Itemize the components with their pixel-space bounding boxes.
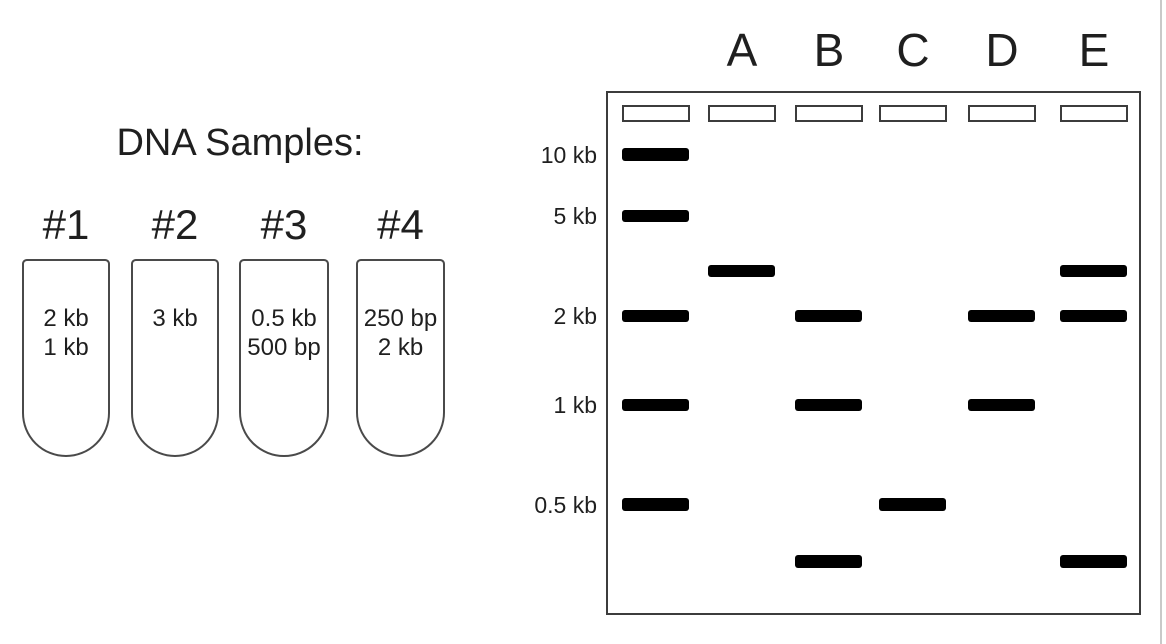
tube-content-line: 1 kb — [43, 334, 89, 361]
band-lane-D-1kb — [968, 399, 1035, 411]
lane-label-B: B — [813, 24, 845, 76]
gel-well-6 — [1060, 105, 1128, 122]
band-ladder-2kb — [622, 310, 689, 322]
ladder-label-5-kb: 5 kb — [553, 203, 597, 229]
tube-label-4: #4 — [377, 201, 424, 248]
ladder-label-2-kb: 2 kb — [553, 303, 597, 329]
tube-label-2: #2 — [151, 201, 199, 248]
lane-label-C: C — [896, 24, 930, 76]
band-lane-B-2kb — [795, 310, 862, 322]
band-lane-A-3kb — [708, 265, 775, 277]
band-ladder-5kb — [622, 210, 689, 222]
band-ladder-1kb — [622, 399, 689, 411]
tube-content-line: 3 kb — [152, 305, 198, 332]
band-lane-E-2kb — [1060, 310, 1127, 322]
tube-label-1: #1 — [42, 201, 90, 248]
samples-title: DNA Samples: — [116, 122, 364, 164]
band-lane-B-1kb — [795, 399, 862, 411]
band-ladder-10kb — [622, 148, 689, 161]
lane-label-D: D — [985, 24, 1019, 76]
tube-content-line: 0.5 kb — [251, 305, 317, 332]
tube-4 — [356, 259, 445, 457]
image-right-edge — [1160, 0, 1162, 644]
band-lane-C-0.5kb — [879, 498, 946, 511]
band-lane-D-2kb — [968, 310, 1035, 322]
tube-2-contents: 3 kb — [131, 304, 219, 333]
tube-content-line: 500 bp — [247, 334, 321, 361]
lane-label-E: E — [1078, 24, 1110, 76]
ladder-label-1-kb: 1 kb — [553, 392, 597, 418]
gel-well-5 — [968, 105, 1036, 122]
gel-box — [606, 91, 1141, 615]
gel-well-2 — [708, 105, 776, 122]
tube-3 — [239, 259, 329, 457]
band-lane-B-250bp — [795, 555, 862, 568]
band-lane-E-3kb — [1060, 265, 1127, 277]
gel-well-4 — [879, 105, 947, 122]
lane-label-A: A — [726, 24, 758, 76]
tube-2 — [131, 259, 219, 457]
gel-well-1 — [622, 105, 690, 122]
band-ladder-0.5kb — [622, 498, 689, 511]
band-lane-E-250bp — [1060, 555, 1127, 568]
tube-1 — [22, 259, 110, 457]
tube-content-line: 2 kb — [377, 334, 424, 361]
tube-content-line: 2 kb — [43, 305, 89, 332]
gel-well-3 — [795, 105, 863, 122]
tube-content-line: 250 bp — [363, 305, 438, 332]
tube-label-3: #3 — [260, 201, 308, 248]
ladder-label-10-kb: 10 kb — [540, 141, 597, 168]
ladder-label-0.5-kb: 0.5 kb — [534, 491, 597, 518]
